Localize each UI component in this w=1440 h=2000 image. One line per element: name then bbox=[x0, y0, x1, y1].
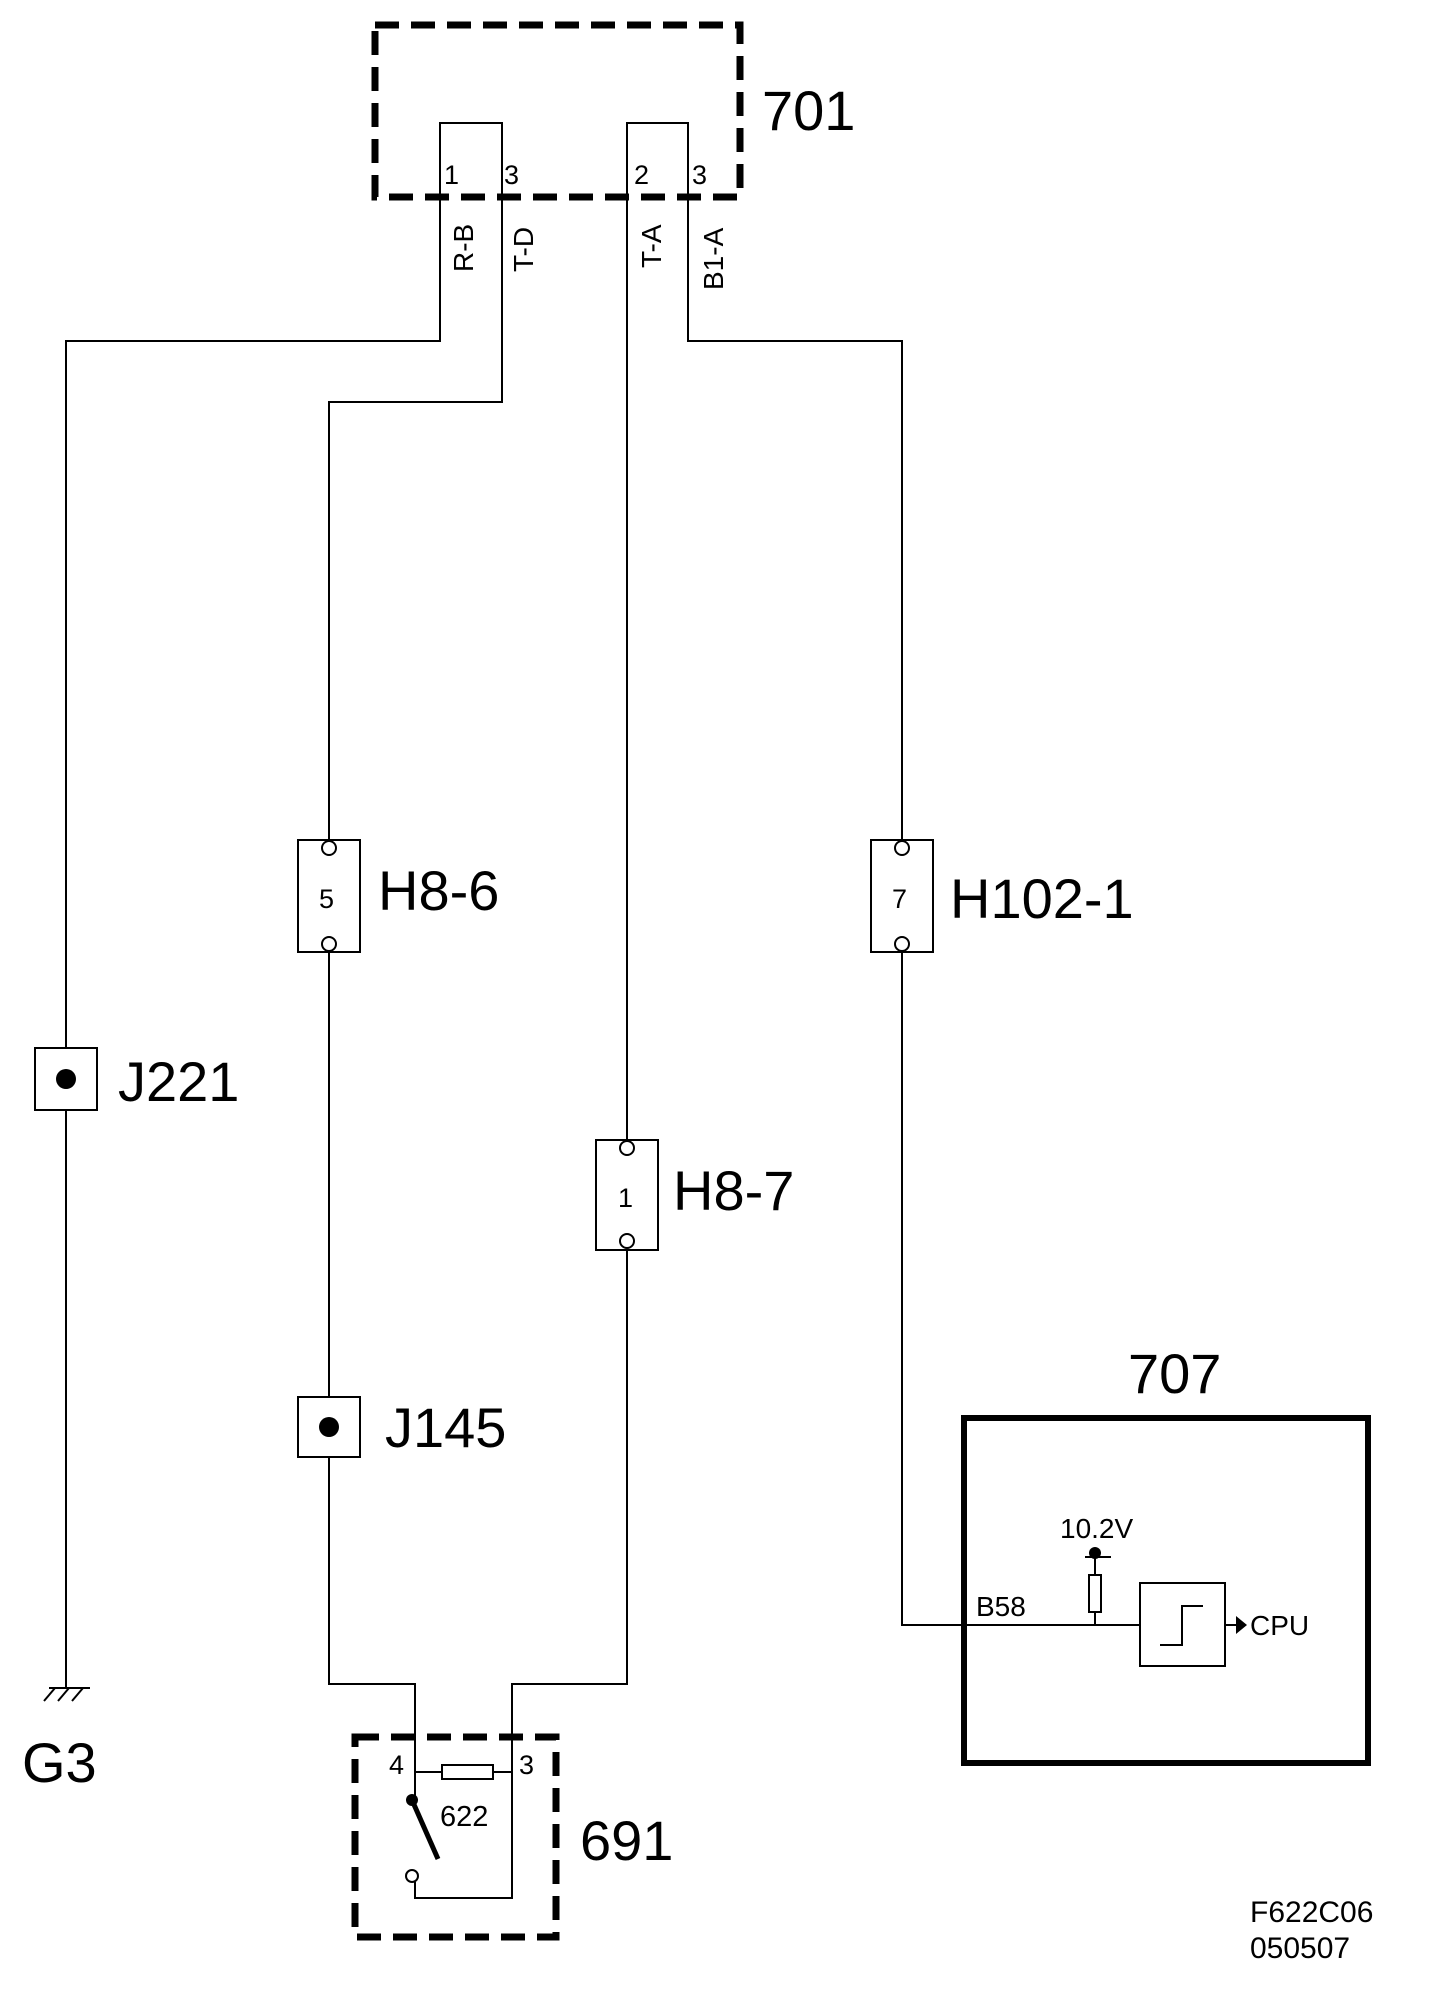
wire-t-a bbox=[511, 225, 628, 1737]
switch-691-contact-terminal bbox=[405, 1869, 419, 1883]
module-707-voltage-label: 10.2V bbox=[1060, 1513, 1133, 1544]
connector-h8-7-terminal-top bbox=[619, 1140, 635, 1156]
component-691-outline bbox=[351, 1733, 560, 1941]
switch-691-resistor-label: 622 bbox=[440, 1801, 488, 1833]
connector-h8-7-terminal-bottom bbox=[619, 1233, 635, 1249]
connector-h8-6-terminal-bottom bbox=[321, 936, 337, 952]
connector-701-pin-1: 1 bbox=[444, 160, 459, 190]
connector-h8-6-terminal-top bbox=[321, 840, 337, 856]
switch-691-wire-3 bbox=[414, 1737, 513, 1899]
ground-label-g3: G3 bbox=[22, 1731, 97, 1794]
connector-h102-1-label: H102-1 bbox=[950, 867, 1134, 930]
connector-h102-1-terminal-top bbox=[894, 840, 910, 856]
module-707-hysteresis-icon bbox=[1160, 1605, 1203, 1646]
connector-h8-7-pin: 1 bbox=[618, 1183, 633, 1213]
splice-j221-label: J221 bbox=[118, 1050, 239, 1113]
connector-701-pin-3b: 3 bbox=[692, 160, 707, 190]
module-707-pin-b58: B58 bbox=[976, 1591, 1026, 1622]
figure-ref-line1: F622C06 bbox=[1250, 1896, 1373, 1929]
module-707-supply-node bbox=[1089, 1547, 1101, 1559]
connector-701-pin-2: 2 bbox=[634, 160, 649, 190]
module-707-output-cpu: CPU bbox=[1250, 1610, 1309, 1641]
connector-h8-6-label: H8-6 bbox=[378, 859, 499, 922]
switch-691-pin-3: 3 bbox=[519, 1750, 534, 1780]
module-707-label: 707 bbox=[1128, 1342, 1221, 1405]
connector-701-housing-right bbox=[626, 122, 689, 225]
connector-701-housing-left bbox=[439, 122, 503, 225]
wire-label-t-a: T-A bbox=[636, 224, 667, 268]
component-701-label: 701 bbox=[762, 79, 855, 142]
splice-j145-dot bbox=[319, 1417, 339, 1437]
wire-label-r-b: R-B bbox=[448, 224, 479, 272]
connector-h8-6-pin: 5 bbox=[319, 884, 334, 914]
connector-701-pin-3a: 3 bbox=[504, 160, 519, 190]
module-707-pullup-resistor bbox=[1088, 1574, 1102, 1613]
wire-label-t-d: T-D bbox=[508, 227, 539, 272]
wire-label-b1-a: B1-A bbox=[698, 227, 729, 290]
ground-symbol-g3 bbox=[43, 1687, 90, 1702]
figure-ref-line2: 050507 bbox=[1250, 1932, 1350, 1965]
wire-t-d bbox=[328, 225, 503, 1737]
module-707-output-arrow-icon bbox=[1236, 1616, 1247, 1634]
connector-h8-7 bbox=[595, 1139, 659, 1251]
splice-j145-label: J145 bbox=[385, 1396, 506, 1459]
wire-r-b bbox=[65, 225, 441, 1688]
splice-j221-dot bbox=[56, 1069, 76, 1089]
switch-691-contact-arm bbox=[409, 1798, 441, 1861]
component-691-label: 691 bbox=[580, 1809, 673, 1872]
switch-691-pin-4: 4 bbox=[389, 1750, 404, 1780]
connector-h102-1-terminal-bottom bbox=[894, 936, 910, 952]
connector-h102-1-pin: 7 bbox=[892, 884, 907, 914]
component-701-outline bbox=[371, 21, 744, 201]
connector-h8-7-label: H8-7 bbox=[673, 1159, 794, 1222]
switch-691-resistor bbox=[441, 1764, 494, 1780]
